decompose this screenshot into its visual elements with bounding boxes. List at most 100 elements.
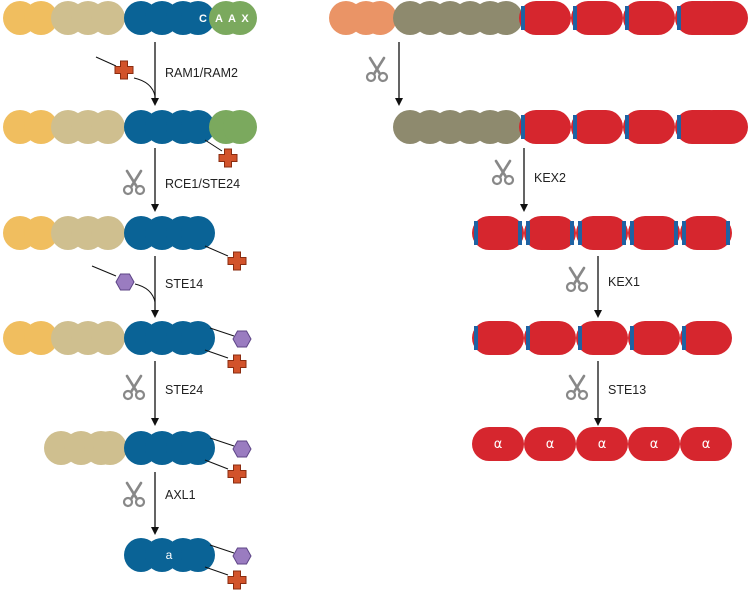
- mature-a-factor-row: a: [124, 538, 252, 590]
- spacer-segment: [474, 221, 478, 245]
- step-kex1: KEX1: [565, 256, 640, 318]
- alpha-repeat-unit: [519, 1, 571, 35]
- spacer-segment: [677, 115, 681, 139]
- kex1-trimmed-row: [472, 321, 732, 355]
- spacer-segment: [521, 115, 525, 139]
- farnesyl-cross-icon: [218, 148, 238, 168]
- spacer-segment: [726, 221, 730, 245]
- mature-alpha-unit: α: [680, 427, 732, 461]
- alpha-repeat-unit: [571, 1, 623, 35]
- step-label-ste24: STE24: [165, 383, 203, 397]
- alpha-symbol: α: [702, 437, 711, 452]
- step-label-rce1-ste24: RCE1/STE24: [165, 177, 240, 191]
- methyl-hexagon-icon: [232, 547, 252, 565]
- spacer-segment: [677, 6, 681, 30]
- alpha-precursor-row: [329, 1, 748, 35]
- mature-alpha-unit: α: [628, 427, 680, 461]
- alpha-repeat-unit: [571, 110, 623, 144]
- spacer-segment: [578, 221, 582, 245]
- caax-letter-c: C: [199, 13, 207, 25]
- alpha-repeat-unit: [524, 321, 576, 355]
- alpha-repeat-unit: [623, 1, 675, 35]
- scissors-icon: [122, 374, 146, 401]
- alpha-repeat-unit: [576, 216, 628, 250]
- scissors-icon: [122, 481, 146, 508]
- spacer-segment: [570, 221, 574, 245]
- methyl-hexagon-icon: [232, 330, 252, 348]
- pro-alpha-factor-row: [393, 110, 748, 144]
- a-factor-methylated-row: [3, 321, 252, 374]
- a-factor-farnesylated-row: [3, 110, 257, 168]
- methyl-hexagon-icon: [232, 440, 252, 458]
- step-label-axl1: AXL1: [165, 488, 196, 502]
- alpha-repeat-unit: [524, 216, 576, 250]
- methyl-hexagon-icon: [115, 273, 135, 291]
- step-ram1-ram2: RAM1/RAM2: [95, 42, 238, 106]
- spacer-segment: [526, 221, 530, 245]
- alpha-repeat-unit: [519, 110, 571, 144]
- alpha-repeat-unit: [472, 321, 524, 355]
- step-label-ram1-ram2: RAM1/RAM2: [165, 66, 238, 80]
- alpha-repeat-unit: [680, 321, 732, 355]
- farnesyl-cross-icon: [114, 60, 134, 80]
- step-ste24: STE24: [122, 361, 203, 426]
- farnesyl-cross-icon: [227, 464, 247, 484]
- alpha-repeat-unit: [696, 110, 748, 144]
- spacer-segment: [474, 326, 478, 350]
- spacer-segment: [625, 6, 629, 30]
- step-label-ste14: STE14: [165, 277, 203, 291]
- spacer-segment: [622, 221, 626, 245]
- kex2-cleaved-row: [472, 216, 732, 250]
- step-signal-peptidase: [365, 42, 403, 106]
- spacer-segment: [573, 6, 577, 30]
- alpha-repeat-unit: [696, 1, 748, 35]
- spacer-segment: [682, 221, 686, 245]
- spacer-segment: [521, 6, 525, 30]
- alpha-repeat-unit: [680, 216, 732, 250]
- a-factor-aaxed-row: [3, 216, 247, 271]
- mature-alpha-unit: α: [524, 427, 576, 461]
- mature-a-label: a: [166, 548, 173, 562]
- caax-letter-x: X: [241, 13, 249, 25]
- alpha-repeat-unit: [472, 216, 524, 250]
- alpha-repeat-unit: [623, 110, 675, 144]
- step-axl1: AXL1: [122, 472, 196, 535]
- caax-letter-a2: A: [228, 13, 236, 25]
- alpha-symbol: α: [650, 437, 659, 452]
- farnesyl-cross-icon: [227, 570, 247, 590]
- alpha-symbol: α: [494, 437, 503, 452]
- scissors-icon: [491, 159, 515, 186]
- scissors-icon: [565, 374, 589, 401]
- mature-alpha-unit: α: [472, 427, 524, 461]
- alpha-symbol: α: [598, 437, 607, 452]
- step-ste13: STE13: [565, 361, 646, 426]
- step-ste14: STE14: [91, 256, 203, 318]
- caax-letter-a1: A: [215, 13, 223, 25]
- farnesyl-cross-icon: [227, 251, 247, 271]
- alpha-repeat-unit: [576, 321, 628, 355]
- spacer-segment: [578, 326, 582, 350]
- scissors-icon: [122, 169, 146, 196]
- a-factor-cleaved-row: [44, 431, 252, 484]
- step-kex2: KEX2: [491, 148, 566, 212]
- spacer-segment: [625, 115, 629, 139]
- spacer-segment: [630, 221, 634, 245]
- alpha-symbol: α: [546, 437, 555, 452]
- mature-alpha-unit: α: [576, 427, 628, 461]
- spacer-segment: [518, 221, 522, 245]
- spacer-segment: [682, 326, 686, 350]
- spacer-segment: [674, 221, 678, 245]
- farnesyl-cross-icon: [227, 354, 247, 374]
- alpha-repeat-unit: [628, 216, 680, 250]
- scissors-icon: [365, 56, 389, 83]
- spacer-segment: [526, 326, 530, 350]
- step-label-ste13: STE13: [608, 383, 646, 397]
- scissors-icon: [565, 266, 589, 293]
- spacer-segment: [573, 115, 577, 139]
- step-label-kex2: KEX2: [534, 171, 566, 185]
- step-label-kex1: KEX1: [608, 275, 640, 289]
- alpha-repeat-unit: [628, 321, 680, 355]
- a-factor-precursor-row: C A A X: [3, 1, 257, 35]
